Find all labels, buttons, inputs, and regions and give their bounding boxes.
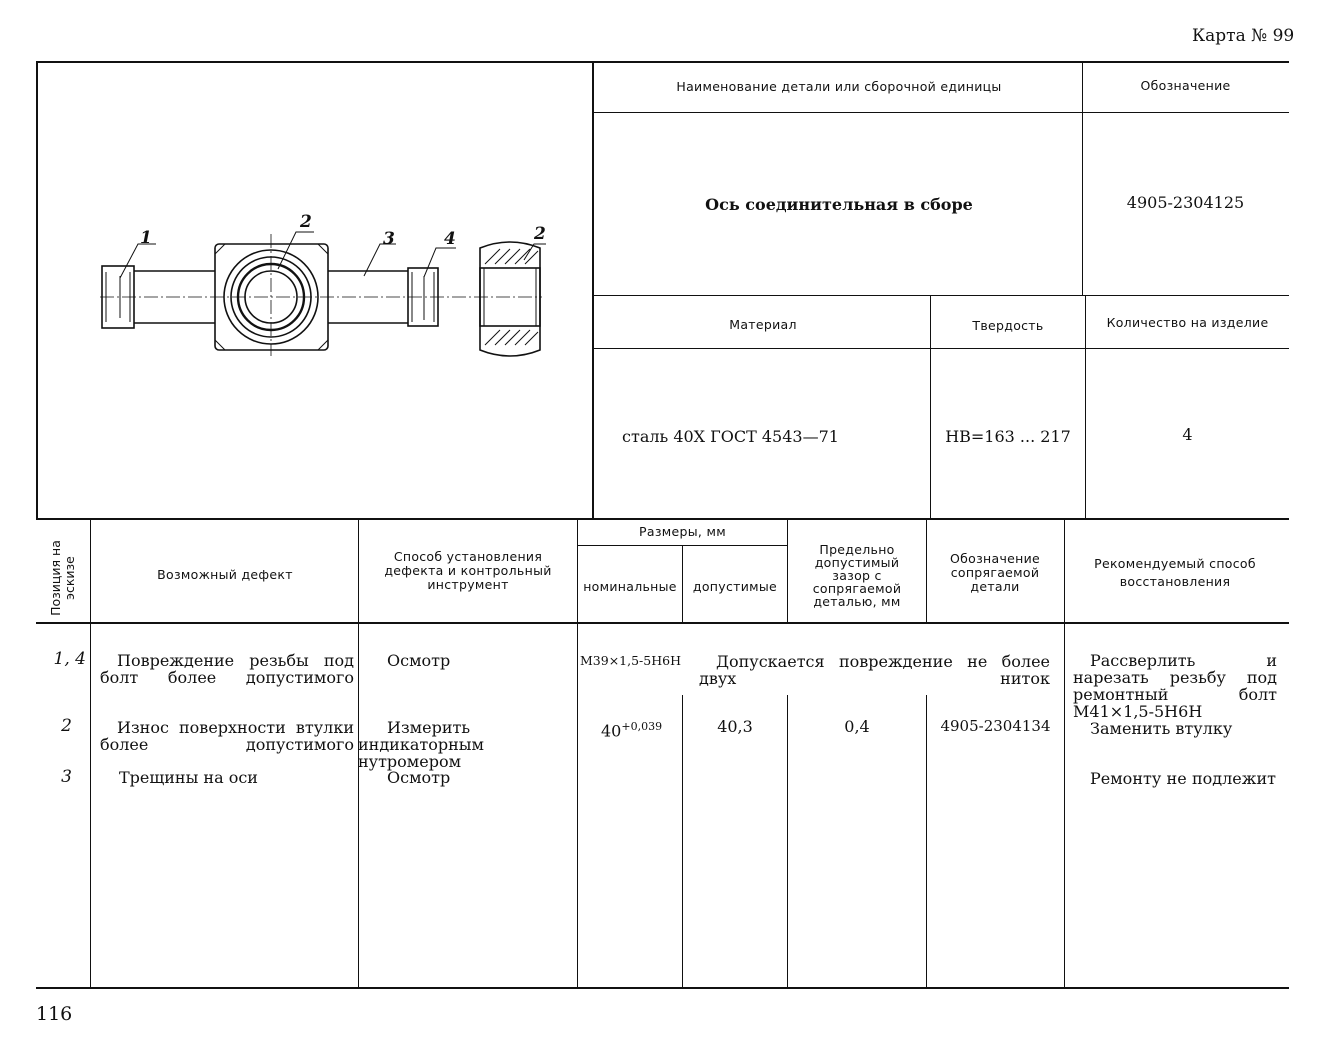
header-allowed: допустимые (692, 579, 778, 594)
quantity-value: 4 (1182, 425, 1193, 444)
row3-method: Осмотр (387, 768, 451, 787)
row3-defect: Трещины на оси (119, 768, 258, 787)
part-sketch (100, 231, 546, 357)
name-label: Наименование детали или сборочной единиц… (676, 79, 1002, 94)
material-label: Материал (729, 317, 797, 332)
row1-restore: Рассверлить и нарезать резьбу под ремонт… (1073, 651, 1277, 721)
row2-allowed: 40,3 (717, 717, 753, 736)
callout-section-2: 2 (534, 224, 546, 244)
designation-label: Обозначение (1140, 78, 1231, 93)
row2-defect: Износ поверхности втулки более допустимо… (100, 718, 354, 754)
hardness-label: Твердость (972, 318, 1044, 333)
callout-2: 2 (300, 212, 312, 232)
row2-gap: 0,4 (844, 717, 870, 736)
header-mating: Обозначение сопрягаемой детали (949, 551, 1041, 594)
callout-3: 3 (383, 229, 395, 249)
row3-position: 3 (61, 767, 72, 787)
row2-mating: 4905-2304134 (940, 717, 1051, 735)
row1-defect: Повреждение резьбы под болт более допуст… (100, 651, 354, 687)
row1-span: Допускается повреждение не более двух ни… (699, 652, 1050, 688)
header-gap: Предельно допустимый зазор с сопрягаемой… (812, 542, 902, 609)
row2-restore: Заменить втулку (1090, 719, 1233, 738)
header-restore: Рекомендуемый способ восстановления (1094, 556, 1256, 589)
section-view (479, 241, 541, 357)
part-designation: 4905-2304125 (1126, 193, 1245, 212)
page-number: 116 (36, 1003, 73, 1025)
row2-nominal-base: 40 (601, 721, 622, 741)
callout-4: 4 (444, 229, 456, 249)
hardness-value: HB=163 ... 217 (945, 427, 1071, 446)
header-method: Способ установления дефекта и контрольны… (384, 549, 552, 592)
header-defect: Возможный дефект (157, 567, 293, 582)
row2-position: 2 (61, 716, 72, 736)
card-label: Карта № 99 (1192, 26, 1295, 46)
material-value: сталь 40X ГОСТ 4543—71 (622, 427, 839, 446)
row1-nominal: M39×1,5-5H6H (580, 653, 681, 668)
row2-nominal-tolerance: +0,039 (621, 720, 663, 733)
row2-nominal: 40+0,039 (601, 718, 662, 739)
header-nominal: номинальные (583, 579, 677, 594)
header-sizes: Размеры, мм (639, 524, 726, 539)
header-position: Позиция на эскизе (48, 540, 77, 616)
part-name: Ось соединительная в сборе (705, 195, 973, 214)
row3-restore: Ремонту не подлежит (1090, 769, 1276, 788)
callout-1: 1 (140, 228, 152, 248)
row2-method: Измерить индикаторным нутромером (358, 718, 484, 771)
quantity-label: Количество на изделие (1106, 315, 1269, 330)
row1-position: 1, 4 (53, 649, 86, 669)
row1-method: Осмотр (387, 651, 451, 670)
